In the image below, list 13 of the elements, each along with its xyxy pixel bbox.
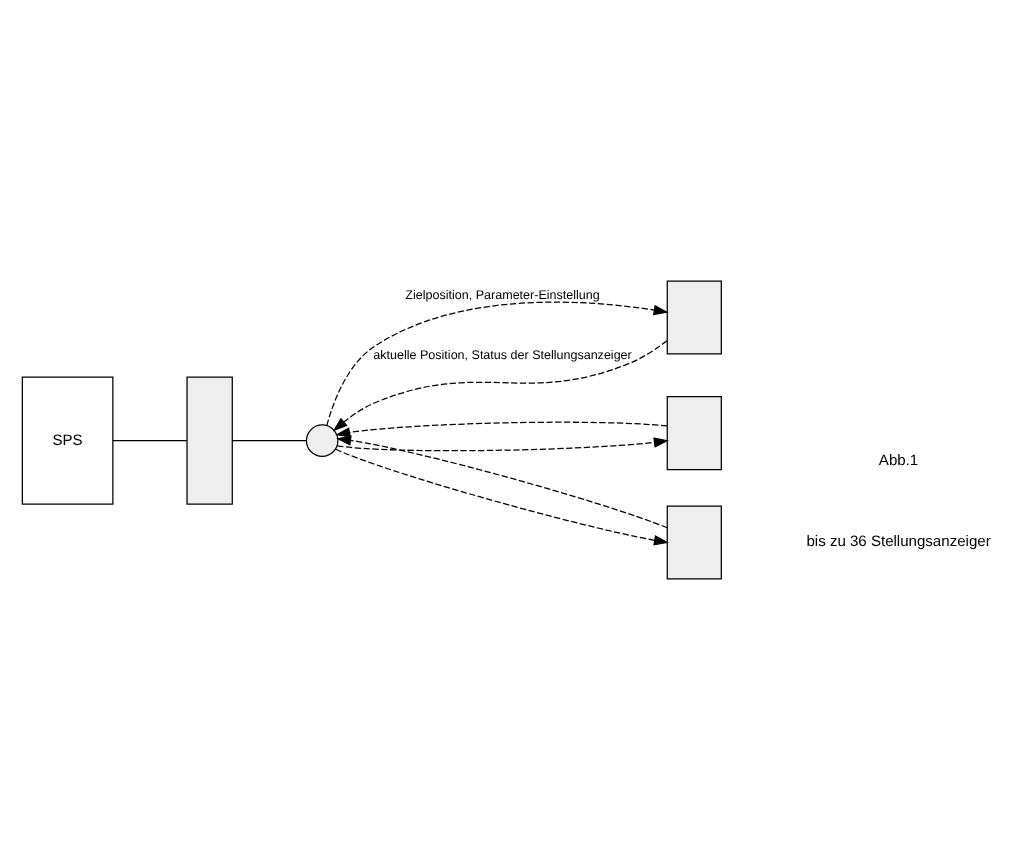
connector — [112, 440, 188, 442]
node-circle — [305, 424, 339, 458]
arrow — [336, 435, 668, 529]
node-box — [186, 376, 233, 505]
arrow — [336, 437, 669, 452]
arrow — [335, 448, 669, 546]
node-box — [666, 505, 722, 580]
connector — [232, 440, 307, 442]
arrow — [326, 301, 669, 427]
arrow — [335, 421, 668, 438]
node-box — [666, 396, 722, 471]
arrow — [332, 340, 668, 432]
node-box — [666, 280, 722, 355]
